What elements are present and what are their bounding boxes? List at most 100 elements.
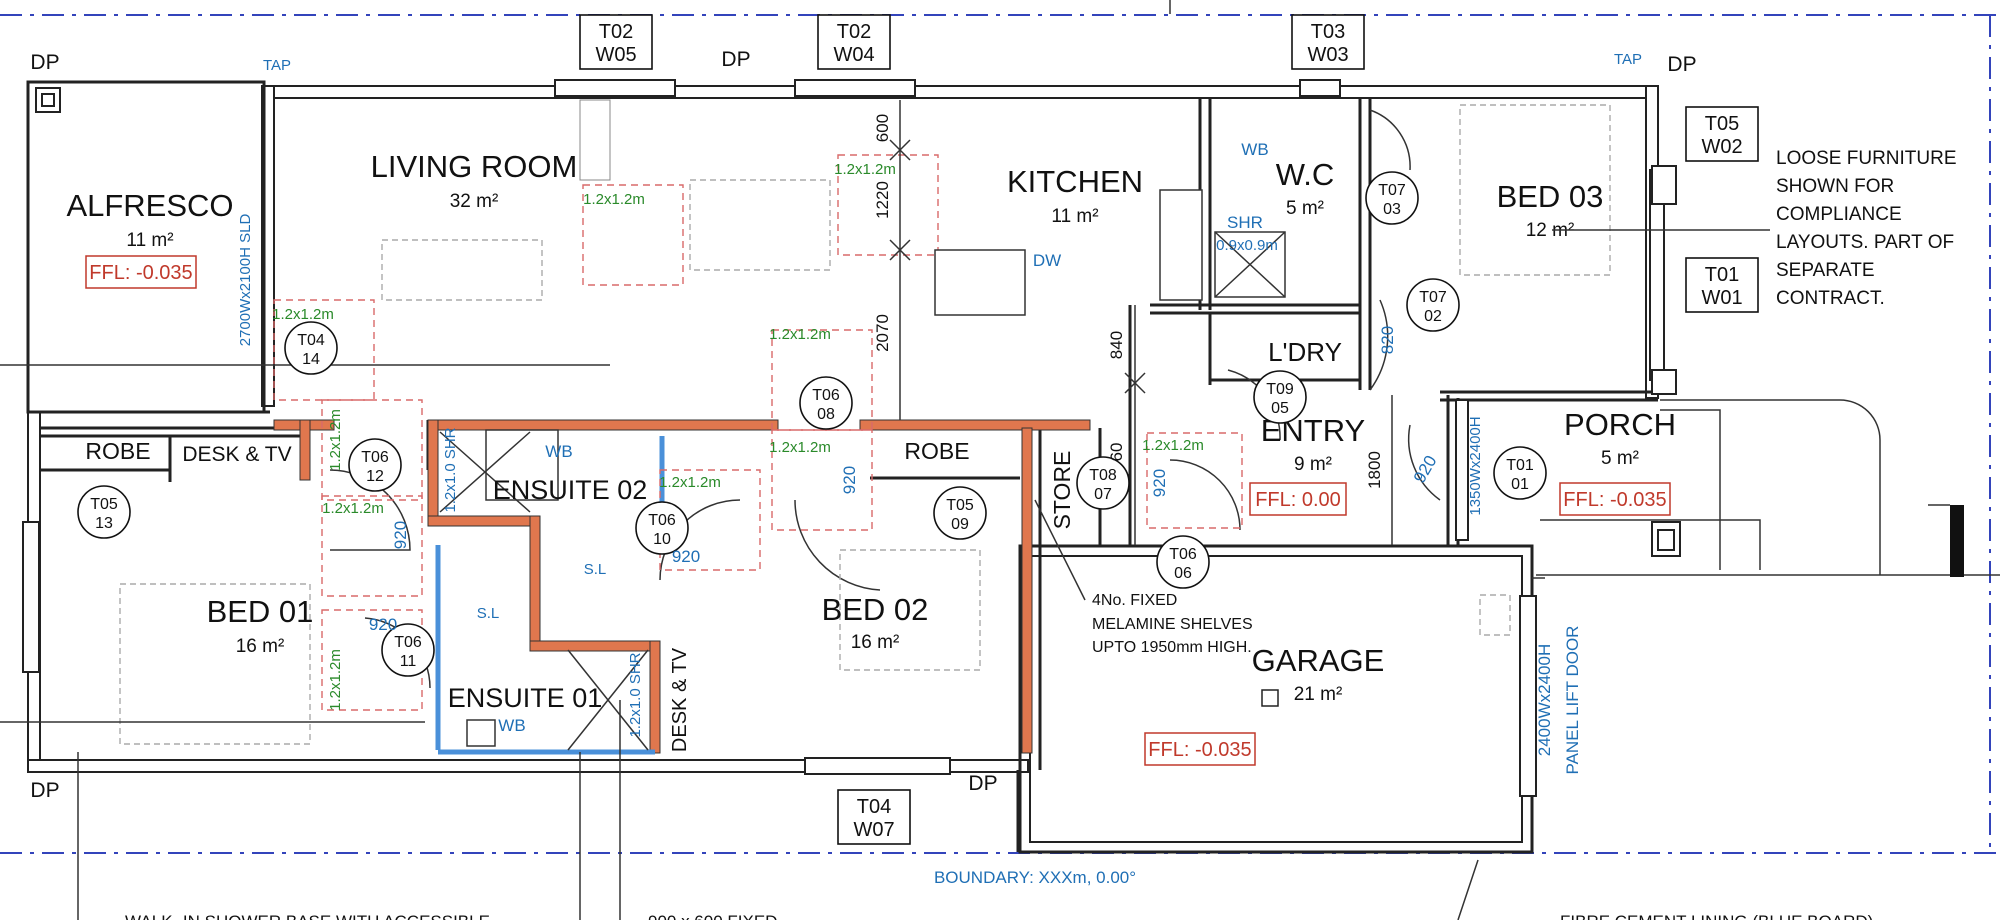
room-name-desk-1: DESK & TV: [182, 443, 291, 466]
room-area-alfresco: 11 m²: [126, 230, 173, 251]
sl-label-2: S.L: [584, 561, 607, 578]
shr-label: SHR: [1227, 213, 1263, 232]
window-tag-type: T01: [1705, 264, 1739, 286]
clear-label-9: 1.2x1.2m: [327, 409, 344, 471]
downpipe-square: [35, 87, 61, 113]
door-tag-id: 06: [1174, 565, 1192, 582]
sl-label-1: S.L: [477, 605, 500, 622]
door-tag-type: T05: [90, 496, 118, 513]
room-name-bed01: BED 01: [207, 594, 314, 629]
dp-label-2: DP: [721, 48, 750, 71]
clear-label-5: 1.2x1.2m: [769, 326, 831, 343]
wb-label-ens1: WB: [498, 716, 525, 735]
room-name-alfresco: ALFRESCO: [66, 188, 233, 223]
door-tag-id: 12: [366, 468, 384, 485]
room-labels: ALFRESCO 11 m² LIVING ROOM 32 m² KITCHEN…: [66, 149, 1676, 752]
dp-label-3: DP: [1667, 53, 1696, 76]
door-tag-type: T08: [1089, 467, 1117, 484]
shr-ens2-label: 1.2x1.0 SHR: [442, 427, 459, 512]
dim-920-d: 920: [1410, 452, 1441, 486]
door-tag-type: T06: [1169, 546, 1197, 563]
ffl-alfresco: FFL: -0.035: [89, 262, 192, 284]
clear-label-3: 1.2x1.2m: [272, 306, 334, 323]
panel-lift-size: 2400Wx2400H: [1535, 644, 1554, 756]
door-tag-id: 14: [302, 351, 320, 368]
room-name-store: STORE: [1049, 451, 1075, 530]
ffl-garage: FFL: -0.035: [1148, 739, 1251, 761]
room-name-kitchen: KITCHEN: [1007, 164, 1143, 199]
room-name-garage: GARAGE: [1252, 643, 1385, 678]
tap-label-2: TAP: [1614, 51, 1642, 68]
room-name-bed03: BED 03: [1497, 179, 1604, 214]
room-name-porch: PORCH: [1564, 407, 1676, 442]
dp-label-1: DP: [30, 51, 59, 74]
room-name-living: LIVING ROOM: [371, 149, 578, 184]
door-tag-type: T06: [648, 512, 676, 529]
door-tag-type: T07: [1378, 182, 1406, 199]
notes: LOOSE FURNITURE SHOWN FOR COMPLIANCE LAY…: [125, 148, 1957, 920]
window-tag-id: W05: [595, 44, 636, 66]
wb-label-ens2: WB: [545, 442, 572, 461]
window-tag-type: T05: [1705, 113, 1739, 135]
note-furniture-3: COMPLIANCE: [1776, 204, 1902, 225]
note-bottom-3: FIBRE CEMENT LINING (BLUE BOARD): [1560, 912, 1873, 920]
door-swings: [329, 109, 1441, 689]
room-name-robe-1: ROBE: [85, 438, 150, 464]
note-bottom-1: WALK- IN SHOWER BASE WITH ACCESSIBLE: [125, 912, 490, 920]
dim-820: 820: [1378, 326, 1397, 354]
window-tag-id: W04: [833, 44, 874, 66]
wb-label-wc: WB: [1241, 140, 1268, 159]
dim-920-a: 920: [391, 521, 410, 549]
room-area-bed02: 16 m²: [851, 632, 900, 653]
door-tag-type: T06: [812, 387, 840, 404]
ffl-porch: FFL: -0.035: [1563, 489, 1666, 511]
dim-920-c: 920: [1150, 469, 1169, 497]
ffl-entry: FFL: 0.00: [1255, 489, 1341, 511]
room-name-desk-2: DESK & TV: [669, 647, 691, 752]
note-furniture-5: SEPARATE: [1776, 260, 1875, 281]
tap-label-1: TAP: [263, 57, 291, 74]
room-name-wc: W.C: [1276, 157, 1335, 192]
window-tag-type: T03: [1311, 21, 1345, 43]
dw-label: DW: [1033, 251, 1061, 270]
room-area-kitchen: 11 m²: [1051, 206, 1098, 227]
door-tag-type: T04: [297, 332, 325, 349]
note-furniture-1: LOOSE FURNITURE: [1776, 148, 1957, 169]
note-bottom-2: 900 x 600 FIXED: [648, 912, 777, 920]
shr-size-label: 0.9x0.9m: [1216, 237, 1278, 254]
door-tag-id: 01: [1511, 476, 1529, 493]
dp-label-5: DP: [968, 772, 997, 795]
dimension-text: 600 1220 2070 840 820 1800 60 920 920 92…: [369, 114, 1441, 634]
room-area-entry: 9 m²: [1294, 454, 1332, 475]
dim-920-e: 920: [369, 615, 397, 634]
room-name-robe-2: ROBE: [904, 438, 969, 464]
dim-1800: 1800: [1365, 451, 1384, 489]
door-tag-type: T06: [394, 634, 422, 651]
room-area-bed03: 12 m²: [1526, 220, 1575, 241]
door-tag-type: T06: [361, 449, 389, 466]
room-name-bed02: BED 02: [822, 592, 929, 627]
window-tag-id: W01: [1701, 287, 1742, 309]
dim-840: 840: [1107, 331, 1126, 359]
room-area-bed01: 16 m²: [236, 636, 285, 657]
dim-2070: 2070: [873, 314, 892, 352]
dim-920-b: 920: [840, 466, 859, 494]
room-area-garage: 21 m²: [1294, 684, 1343, 705]
note-shelves-3: UPTO 1950mm HIGH.: [1092, 639, 1252, 656]
interior-walls: [40, 98, 1460, 770]
door-tag-type: T05: [946, 497, 974, 514]
